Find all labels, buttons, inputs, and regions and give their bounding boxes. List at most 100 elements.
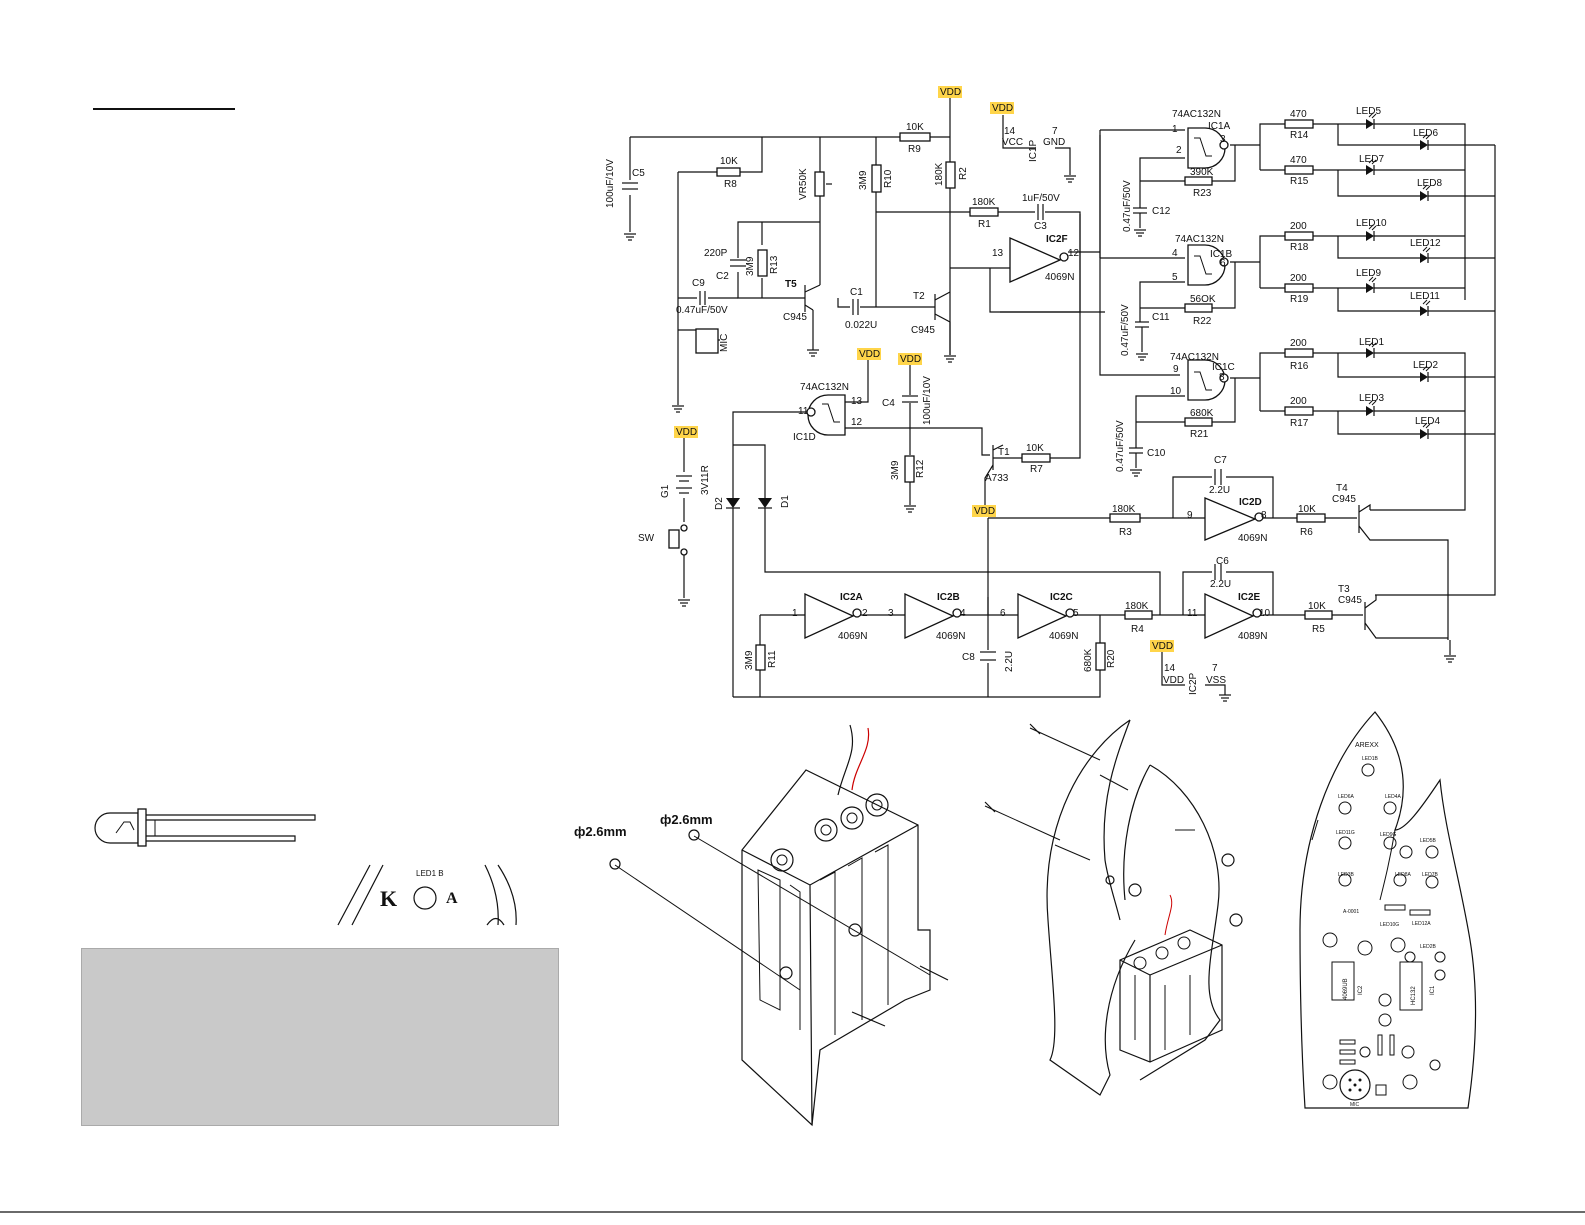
svg-text:2.2U: 2.2U (1210, 579, 1231, 590)
svg-text:R15: R15 (1290, 176, 1309, 187)
svg-text:C8: C8 (962, 652, 975, 663)
svg-text:680K: 680K (1190, 408, 1214, 419)
svg-text:R23: R23 (1193, 188, 1212, 199)
svg-text:10K: 10K (906, 122, 924, 133)
svg-text:K: K (380, 886, 397, 911)
svg-text:C4: C4 (882, 398, 895, 409)
svg-text:LED10G: LED10G (1380, 922, 1399, 928)
svg-text:C945: C945 (1338, 595, 1362, 606)
svg-text:R12: R12 (915, 459, 926, 478)
svg-text:C1: C1 (850, 287, 863, 298)
svg-text:C12: C12 (1152, 206, 1171, 217)
capacitor-c1: C1 0.022U (845, 287, 877, 331)
svg-text:T3: T3 (1338, 584, 1350, 595)
nand-ic1b: 74AC132N IC1B 4 5 6 56OK R22 (1139, 234, 1285, 327)
svg-text:VDD: VDD (1163, 675, 1184, 686)
svg-text:LED8: LED8 (1417, 178, 1442, 189)
svg-text:C2: C2 (716, 271, 729, 282)
transistor-t1: T1 A733 (984, 214, 1081, 505)
svg-text:R13: R13 (769, 255, 780, 274)
svg-text:IC2D: IC2D (1239, 497, 1262, 508)
vdd-label-ic2p: VDD (1150, 640, 1174, 652)
svg-text:LED12: LED12 (1410, 238, 1441, 249)
svg-text:VDD: VDD (900, 354, 921, 365)
switch-sw[interactable]: SW (638, 524, 691, 607)
svg-text:R4: R4 (1131, 624, 1144, 635)
svg-text:3M9: 3M9 (744, 650, 755, 670)
svg-text:0.47uF/50V: 0.47uF/50V (1120, 304, 1131, 356)
svg-text:A: A (446, 890, 458, 907)
capacitor-c9: C9 0.47uF/50V (676, 278, 728, 316)
battery-holder-drawing: ф2.6mm ф2.6mm (574, 724, 949, 1127)
svg-text:ф2.6mm: ф2.6mm (574, 824, 627, 839)
svg-text:C3: C3 (1034, 221, 1047, 232)
resistor-r12: 3M9 R12 (890, 455, 926, 483)
nand-ic1c: 74AC132N IC1C 9 10 8 680K R21 (1135, 352, 1285, 448)
svg-text:4069N: 4069N (838, 631, 867, 642)
svg-text:VDD: VDD (940, 87, 961, 98)
svg-text:R18: R18 (1290, 242, 1309, 253)
svg-text:R5: R5 (1312, 624, 1325, 635)
svg-text:74AC132N: 74AC132N (1172, 109, 1221, 120)
svg-text:LED1: LED1 (1359, 337, 1384, 348)
resistor-r1: 180K R1 (969, 197, 999, 230)
stand-assembly-drawing (984, 719, 1243, 1096)
svg-text:IC1B: IC1B (1210, 249, 1233, 260)
svg-text:200: 200 (1290, 396, 1307, 407)
svg-text:R17: R17 (1290, 418, 1309, 429)
nand-ic1d: 74AC132N 13 12 11 IC1D (732, 360, 990, 498)
svg-text:LED11: LED11 (1410, 291, 1440, 302)
diode-d1: D1 (733, 444, 1161, 615)
svg-text:IC2C: IC2C (1050, 592, 1073, 603)
svg-text:R11: R11 (767, 650, 778, 668)
svg-text:IC2B: IC2B (937, 592, 960, 603)
svg-text:7: 7 (1052, 126, 1058, 137)
svg-text:C945: C945 (1332, 494, 1356, 505)
svg-text:GND: GND (1043, 137, 1065, 148)
vdd-label-c4: VDD (898, 353, 922, 365)
svg-text:LED5B: LED5B (1420, 838, 1437, 844)
svg-text:11: 11 (798, 406, 809, 417)
title-underline (93, 108, 235, 110)
svg-text:T2: T2 (913, 291, 925, 302)
resistor-r3: 180K R3 (1109, 504, 1141, 538)
svg-text:0.47uF/50V: 0.47uF/50V (1122, 180, 1133, 232)
svg-text:R6: R6 (1300, 527, 1313, 538)
svg-text:6: 6 (1000, 608, 1006, 619)
svg-text:IC1C: IC1C (1212, 362, 1235, 373)
led-pad-detail: K A LED1 B (337, 864, 517, 926)
svg-text:R20: R20 (1106, 649, 1117, 668)
ic1-power-pins: 14 VCC IC1P 7 GND (1002, 126, 1077, 183)
svg-text:ф2.6mm: ф2.6mm (660, 812, 713, 827)
svg-text:3M9: 3M9 (858, 170, 869, 190)
vdd-label-ic1p: VDD (990, 102, 1014, 114)
svg-text:D1: D1 (780, 495, 791, 508)
svg-text:LED7B: LED7B (1422, 872, 1439, 878)
capacitor-c4: C4 100uF/10V (882, 365, 933, 513)
diode-d2: D2 (714, 497, 740, 697)
svg-text:C945: C945 (911, 325, 935, 336)
svg-text:LED9: LED9 (1356, 268, 1381, 279)
svg-text:VDD: VDD (1152, 641, 1173, 652)
svg-text:7: 7 (1212, 663, 1218, 674)
svg-text:HC132: HC132 (1411, 986, 1417, 1005)
svg-text:C5: C5 (632, 168, 645, 179)
svg-text:680K: 680K (1083, 648, 1094, 672)
ic2-power-pins: 14 VDD IC2P 7 VSS (1161, 652, 1232, 702)
svg-text:IC2A: IC2A (840, 592, 863, 603)
resistor-r11: 3M9 R11 (744, 644, 778, 671)
svg-text:180K: 180K (1125, 601, 1149, 612)
svg-text:MIC: MIC (1350, 1102, 1360, 1108)
svg-text:C945: C945 (783, 312, 807, 323)
svg-text:R9: R9 (908, 144, 921, 155)
svg-text:IC1: IC1 (1430, 985, 1436, 995)
inverter-ic2a: 1 2 IC2A 4069N (792, 592, 868, 642)
svg-text:200: 200 (1290, 273, 1307, 284)
svg-text:3M9: 3M9 (745, 256, 756, 276)
svg-text:0.47uF/50V: 0.47uF/50V (1115, 420, 1126, 472)
svg-text:R3: R3 (1119, 527, 1132, 538)
svg-text:4: 4 (960, 608, 966, 619)
svg-text:200: 200 (1290, 338, 1307, 349)
svg-text:220P: 220P (704, 248, 728, 259)
svg-text:R19: R19 (1290, 294, 1309, 305)
